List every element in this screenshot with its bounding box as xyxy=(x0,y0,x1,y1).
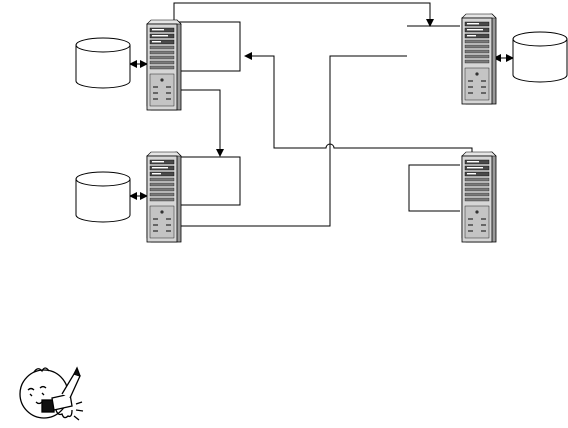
server-bottom-right-port-bracket xyxy=(408,164,460,212)
server-top-left-icon xyxy=(146,19,182,111)
server-bottom-right-icon xyxy=(461,151,497,243)
server-top-right-icon xyxy=(461,13,497,105)
connection-bottomleft-to-topright xyxy=(178,55,407,227)
server-bottom-left-port-bracket xyxy=(178,156,241,206)
server-top-left-port-bracket xyxy=(174,21,241,72)
connection-topleft-to-topright xyxy=(173,2,434,27)
connections xyxy=(129,2,514,227)
connection-topleft-to-bottomleft xyxy=(180,89,224,157)
server-bottom-left-icon xyxy=(146,151,182,243)
database-bottom-left-icon xyxy=(75,171,131,223)
cartoon-character-holding-pencil-icon xyxy=(19,366,84,421)
connection-bottomright-to-topleft xyxy=(244,52,473,160)
database-top-left-icon xyxy=(75,37,131,89)
database-top-right-icon xyxy=(512,31,568,83)
